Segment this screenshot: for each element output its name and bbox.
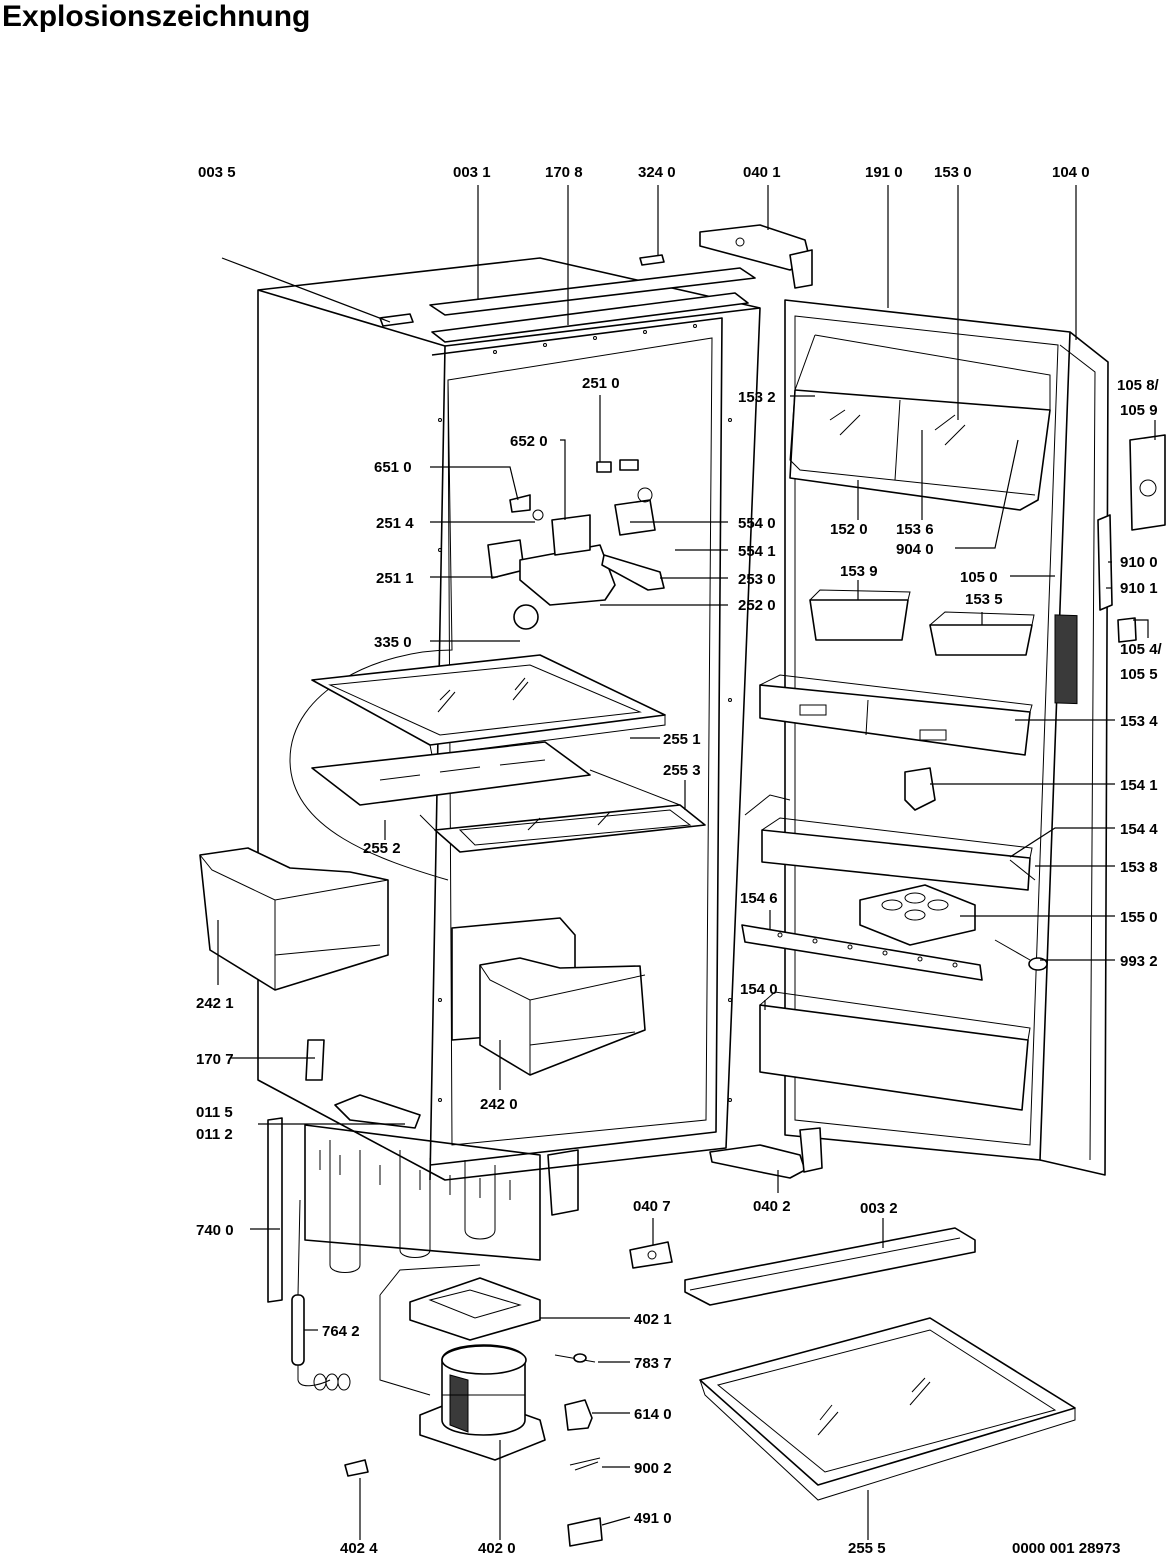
small-cover [629, 1241, 673, 1269]
cabinet-body [257, 257, 761, 1181]
label-105-8: 105 8/ [1117, 377, 1160, 394]
label-255-1: 255 1 [663, 731, 701, 748]
label-105-5: 105 5 [1120, 666, 1158, 683]
label-255-2: 255 2 [363, 840, 401, 857]
compressor [419, 1344, 546, 1461]
label-491-0: 491 0 [634, 1510, 672, 1527]
label-324-0: 324 0 [638, 164, 676, 181]
bottom-hinge [709, 1127, 823, 1179]
label-040-1: 040 1 [743, 164, 781, 181]
part-labels: 003 5 003 1 170 8 324 0 040 1 191 0 153 … [196, 164, 1163, 1556]
label-904-0: 904 0 [896, 541, 934, 558]
label-783-7: 783 7 [634, 1355, 672, 1372]
label-154-1: 154 1 [1120, 777, 1158, 794]
page-title: Explosionszeichnung [2, 0, 311, 33]
small-components [344, 1353, 603, 1547]
label-255-5: 255 5 [848, 1540, 886, 1556]
label-614-0: 614 0 [634, 1406, 672, 1423]
label-105-9: 105 9 [1120, 402, 1158, 419]
label-153-9: 153 9 [840, 563, 878, 580]
label-105-0: 105 0 [960, 569, 998, 586]
tube-vertical-left [267, 1039, 325, 1303]
label-554-1: 554 1 [738, 543, 776, 560]
label-910-1: 910 1 [1120, 580, 1158, 597]
egg-tray [859, 884, 976, 946]
label-170-7: 170 7 [196, 1051, 234, 1068]
glass-plate-bottom [699, 1317, 1076, 1501]
label-152-0: 152 0 [830, 521, 868, 538]
label-402-1: 402 1 [634, 1311, 672, 1328]
label-993-2: 993 2 [1120, 953, 1158, 970]
label-253-0: 253 0 [738, 571, 776, 588]
condenser [304, 1124, 579, 1273]
compressor-bracket [379, 1264, 541, 1396]
label-154-6: 154 6 [740, 890, 778, 907]
clip-part [904, 767, 936, 811]
label-153-6: 153 6 [896, 521, 934, 538]
crisper-right [451, 917, 646, 1076]
label-003-2: 003 2 [860, 1200, 898, 1217]
label-402-4: 402 4 [340, 1540, 378, 1556]
label-153-8: 153 8 [1120, 859, 1158, 876]
label-251-0: 251 0 [582, 375, 620, 392]
label-011-5: 011 5 [196, 1104, 233, 1121]
thermometer-part [994, 939, 1048, 971]
label-554-0: 554 0 [738, 515, 776, 532]
label-153-0: 153 0 [934, 164, 972, 181]
label-764-2: 764 2 [322, 1323, 360, 1340]
label-153-4: 153 4 [1120, 713, 1158, 730]
label-040-2: 040 2 [753, 1198, 791, 1215]
door-rack-lower [744, 794, 1036, 891]
dryer-filter [291, 1199, 351, 1391]
label-251-1: 251 1 [376, 570, 414, 587]
label-155-0: 155 0 [1120, 909, 1158, 926]
label-003-1: 003 1 [453, 164, 491, 181]
label-011-2: 011 2 [196, 1126, 233, 1143]
label-242-0: 242 0 [480, 1096, 518, 1113]
bottle-bar [741, 924, 983, 981]
control-elements [487, 459, 665, 630]
glass-shelf-upper [311, 654, 666, 756]
top-hinge [699, 224, 813, 289]
glass-shelf-split [311, 741, 706, 853]
label-154-0: 154 0 [740, 981, 778, 998]
label-170-8: 170 8 [545, 164, 583, 181]
label-255-3: 255 3 [663, 762, 701, 779]
label-104-0: 104 0 [1052, 164, 1090, 181]
door-rack-top [789, 334, 1051, 511]
label-402-0: 402 0 [478, 1540, 516, 1556]
bottom-rail [684, 1227, 976, 1306]
label-153-2: 153 2 [738, 389, 776, 406]
document-number: 0000 001 28973 [1012, 1540, 1120, 1556]
label-040-7: 040 7 [633, 1198, 671, 1215]
door-rack-middle [759, 674, 1033, 756]
leader-lines [217, 185, 1156, 1540]
label-154-4: 154 4 [1120, 821, 1158, 838]
label-335-0: 335 0 [374, 634, 412, 651]
label-242-1: 242 1 [196, 995, 234, 1012]
crisper-left [199, 847, 389, 991]
door-rack-bottom [759, 991, 1031, 1111]
label-900-2: 900 2 [634, 1460, 672, 1477]
label-651-0: 651 0 [374, 459, 412, 476]
label-652-0: 652 0 [510, 433, 548, 450]
label-105-4: 105 4/ [1120, 641, 1163, 658]
bottom-plate-part [334, 1094, 421, 1129]
door-boxes-small [809, 589, 1035, 656]
side-hardware [1117, 434, 1166, 643]
top-rails [379, 254, 756, 343]
label-740-0: 740 0 [196, 1222, 234, 1239]
label-252-0: 252 0 [738, 597, 776, 614]
label-910-0: 910 0 [1120, 554, 1158, 571]
label-251-4: 251 4 [376, 515, 414, 532]
label-153-5: 153 5 [965, 591, 1003, 608]
label-191-0: 191 0 [865, 164, 903, 181]
label-003-5: 003 5 [198, 164, 236, 181]
